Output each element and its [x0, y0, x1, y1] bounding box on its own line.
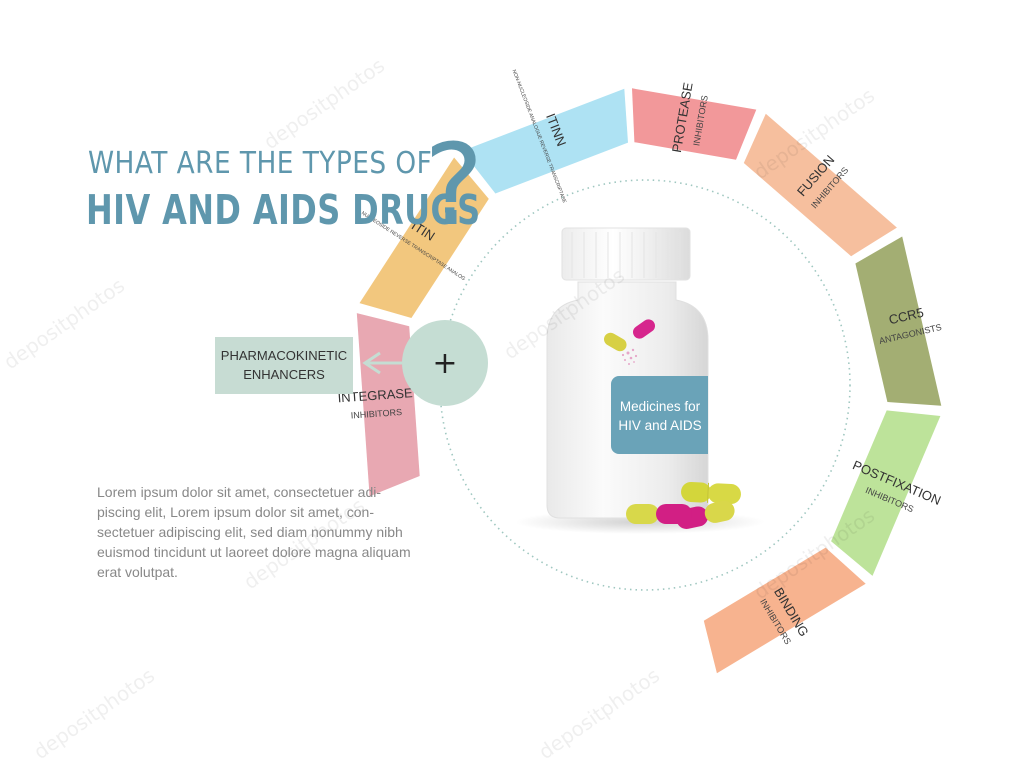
segment-itin-shape	[359, 157, 489, 318]
question-mark-icon: ?	[424, 121, 484, 251]
bottle-cap	[561, 227, 691, 281]
segment-postfixation-shape	[831, 410, 941, 576]
capsules-icon	[626, 481, 741, 529]
segment-protease-shape	[632, 88, 757, 160]
bottle-label	[611, 376, 708, 454]
capsule-opening-icon	[604, 319, 656, 365]
svg-text:depositphotos: depositphotos	[0, 273, 129, 374]
segment-binding-shape	[703, 547, 866, 674]
svg-text:depositphotos: depositphotos	[534, 663, 664, 764]
plus-icon: +	[402, 320, 488, 406]
description-text: Lorem ipsum dolor sit amet, consectetuer…	[97, 484, 411, 580]
enhancer-label-line1: PHARMACOKINETIC	[220, 348, 348, 364]
segment-integrase-subtitle: INHIBITORS	[350, 407, 402, 421]
svg-text:depositphotos: depositphotos	[29, 663, 159, 764]
bottle-label-line2: HIV and AIDS	[618, 418, 701, 433]
bottle-label-line1: Medicines for	[620, 399, 701, 414]
svg-text:depositphotos: depositphotos	[259, 53, 389, 154]
segment-fusion-shape	[743, 113, 897, 257]
segment-itinn-shape	[462, 88, 628, 194]
title-line1: WHAT ARE THE TYPES OF	[88, 146, 433, 181]
segment-ccr5-shape	[855, 236, 942, 406]
enhancer-label-line2: ENHANCERS	[243, 366, 325, 382]
segment-integrase-title: INTEGRASE	[337, 385, 413, 405]
title-line2: HIV AND AIDS DRUGS	[86, 186, 481, 234]
pharmacokinetic-enhancers-box: PHARMACOKINETIC ENHANCERS	[215, 337, 353, 394]
arrow-left-icon	[362, 351, 402, 375]
medicine-bottle: Medicines for HIV and AIDS	[515, 227, 765, 534]
